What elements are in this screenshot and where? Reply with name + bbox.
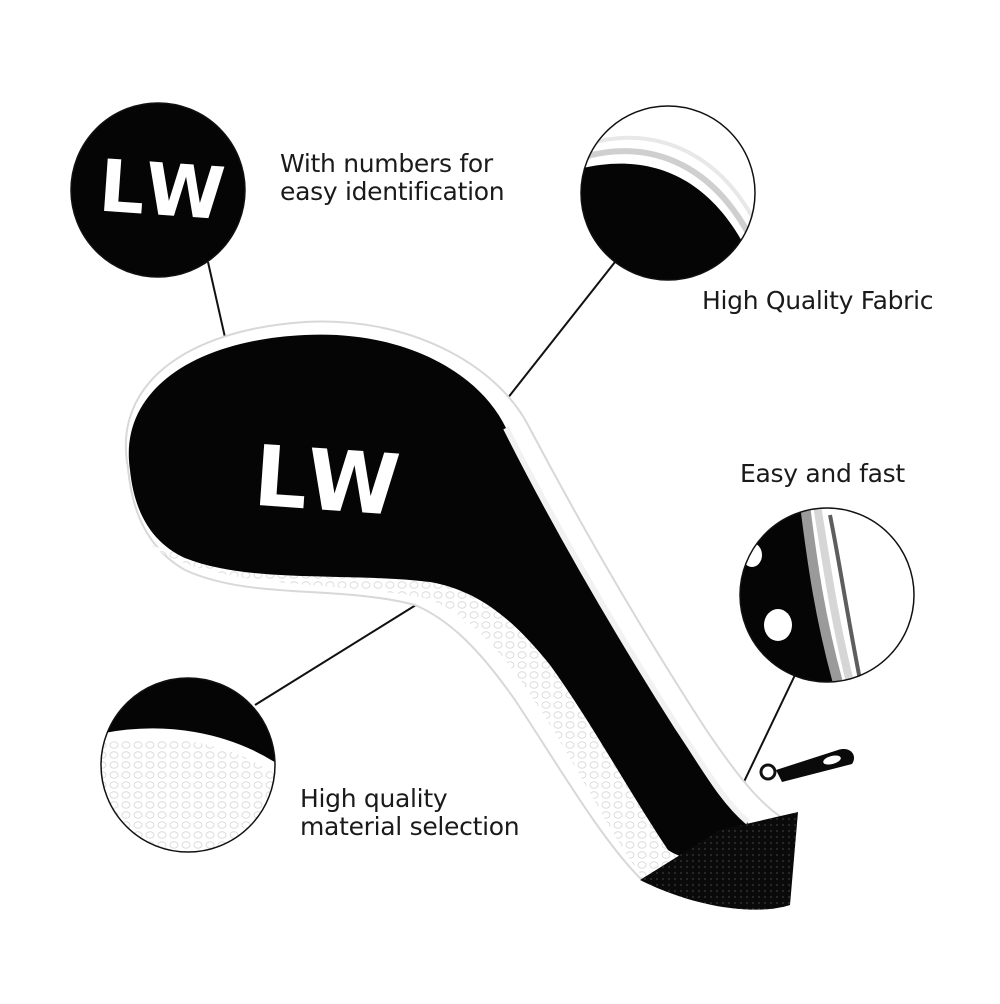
headcover: LW — [124, 320, 855, 910]
material-caption-line1: High quality — [300, 784, 448, 813]
numbers-caption: With numbers for easy identification — [280, 149, 505, 206]
fabric-caption: High Quality Fabric — [702, 286, 934, 315]
zipper-caption: Easy and fast — [740, 460, 905, 488]
material-caption: High quality material selection — [300, 784, 520, 841]
zoom-numbers: LW — [71, 103, 245, 277]
numbers-caption-line2: easy identification — [280, 177, 505, 206]
zoom-material-ring — [100, 677, 276, 853]
zoom-material — [101, 678, 275, 852]
zoom-zipper — [740, 508, 914, 682]
zipper-pull-icon — [759, 749, 855, 782]
headcover-number: LW — [251, 427, 409, 535]
zoom-numbers-ring — [70, 102, 246, 278]
zoom-number-text: LW — [96, 144, 233, 237]
zoom-zipper-ring — [739, 507, 915, 683]
numbers-caption-line1: With numbers for — [280, 149, 493, 178]
material-callout-line — [254, 589, 441, 706]
fabric-callout-line — [491, 261, 616, 419]
material-caption-line2: material selection — [300, 812, 520, 841]
headcover-sock — [640, 812, 798, 910]
zipper-track — [503, 426, 750, 825]
zoom-fabric-ring — [580, 105, 756, 281]
fabric-caption-text: High Quality Fabric — [702, 286, 934, 315]
zoom-fabric — [581, 106, 755, 280]
headcover-body — [128, 334, 748, 870]
zipper-caption-text: Easy and fast — [740, 459, 905, 488]
